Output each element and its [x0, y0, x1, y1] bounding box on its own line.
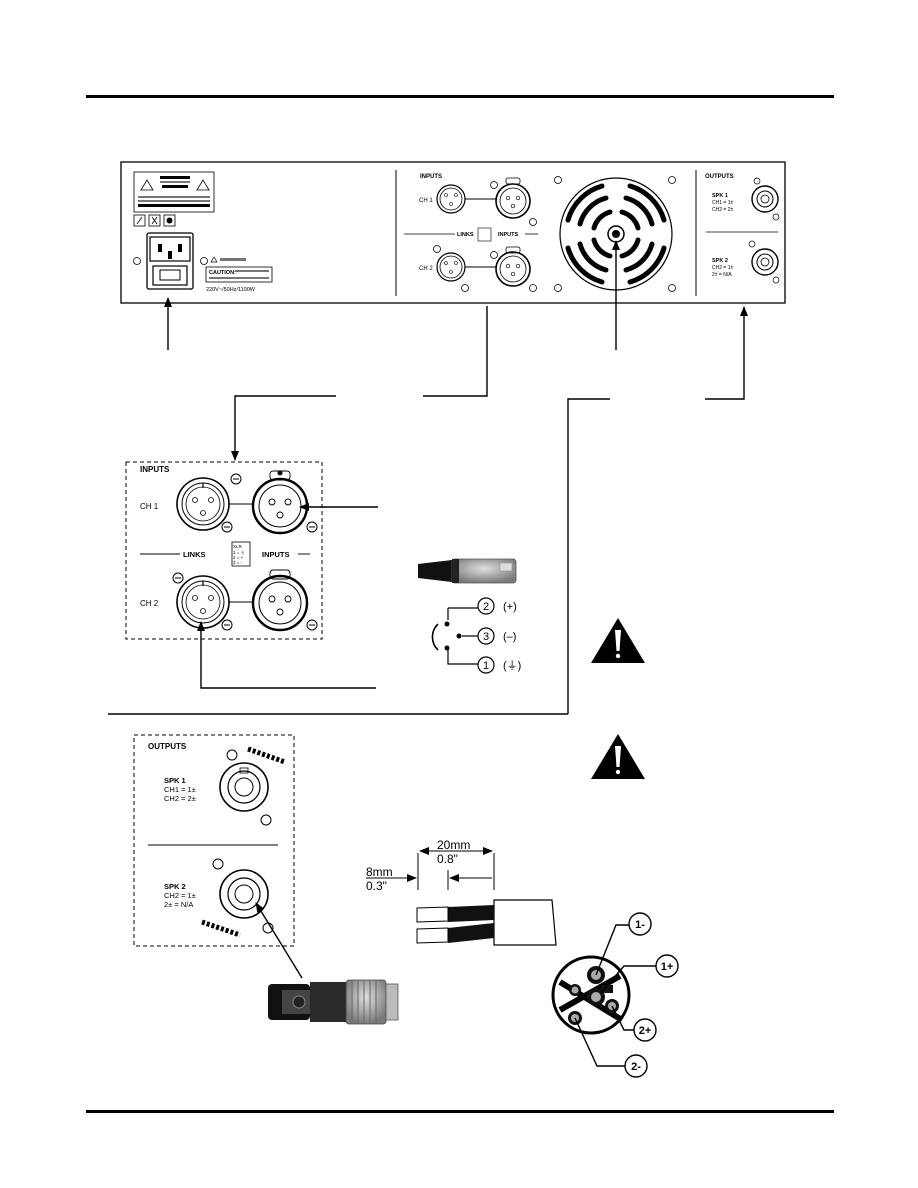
detail-ch1-male-xlr — [251, 470, 309, 535]
detail-spk2-line2: 2± = N/A — [164, 900, 193, 909]
wire-strip-in: 0.3" — [366, 879, 387, 893]
xlr-pin-signal: (–) — [503, 631, 516, 643]
speakon-pin-label: 1+ — [655, 954, 679, 978]
xlr-pin-number: 3 — [483, 631, 489, 643]
rear-panel: CAUTION: 220V~/50Hz/1100W INPUTS CH 1 CH… — [120, 161, 786, 304]
detail-spk2-label: SPK 2 — [164, 882, 186, 891]
panel-ch1-label: CH 1 — [419, 198, 433, 204]
xlr-legend-line: 2 = + — [233, 555, 244, 560]
detail-ch2-female-xlr — [176, 575, 230, 629]
xlr-pin-diagram: 2 3 1 (+) (–) (⏚) — [431, 597, 521, 674]
xlr-pin-number: 2 — [483, 601, 489, 613]
xlr-legend-line: XLR — [233, 544, 243, 549]
voltage-text: 220V~/50Hz/1100W — [206, 287, 256, 293]
xlr-legend-box: XLR 1 = ⏚ 2 = + 3 = - — [231, 541, 251, 567]
warning-label — [133, 171, 215, 213]
detail-spk1-label: SPK 1 — [164, 776, 186, 785]
wire-length-mm: 20mm — [437, 838, 470, 852]
xlr-legend-line: 3 = - — [233, 560, 243, 565]
panel-spk1-line1: CH1 = 1± — [712, 200, 733, 206]
panel-screws — [433, 181, 537, 292]
speakon-pin-text: 1+ — [661, 961, 674, 973]
panel-ch1-male-xlr — [495, 177, 531, 219]
detail-spk1-line1: CH1 = 1± — [164, 785, 196, 794]
speakon-pin-label: 1- — [628, 912, 652, 936]
detail-inputs-label: INPUTS — [140, 465, 170, 474]
xlr-pin-number: 1 — [483, 660, 489, 672]
xlr-pin-signal: (+) — [503, 601, 517, 613]
speakon-pin-label: 2- — [624, 1054, 648, 1078]
wire-strip-mm: 8mm — [366, 865, 393, 879]
warning-icon — [591, 734, 645, 779]
certification-icons — [133, 214, 176, 227]
power-inlet — [133, 232, 208, 290]
detail-spk2-line1: CH2 = 1± — [164, 891, 196, 900]
panel-spk2-line1: CH2 = 1± — [712, 265, 733, 271]
detail-spk1-line2: CH2 = 2± — [164, 794, 196, 803]
footer-rule — [86, 1110, 834, 1113]
panel-ch2-male-xlr — [495, 246, 531, 287]
detail-screws — [172, 473, 318, 631]
caution-label: CAUTION: 220V~/50Hz/1100W — [205, 256, 273, 293]
speakon-pin-text: 2+ — [639, 1025, 652, 1037]
speakon-pin-diagram: 1- 1+ 2+ 2- — [551, 912, 679, 1078]
xlr-plug-image — [418, 558, 517, 584]
detail-spk2-speakon — [201, 858, 274, 938]
speakon-pin-text: 1- — [635, 919, 645, 931]
panel-links-label: LINKS — [457, 232, 474, 238]
detail-links-label: LINKS — [183, 550, 206, 559]
warning-icon — [591, 618, 645, 663]
speakon-callout-line — [255, 902, 303, 979]
header-rule — [86, 95, 834, 98]
speakon-pin-label: 2+ — [633, 1018, 657, 1042]
detail-ch2-male-xlr — [251, 569, 309, 632]
wire-length-in: 0.8" — [437, 852, 458, 866]
wire-strip-diagram: 20mm 0.8" 8mm 0.3" — [366, 838, 557, 946]
panel-inputs-label-2: INPUTS — [498, 232, 519, 238]
detail-spk1-speakon — [219, 746, 286, 826]
fan-grille — [554, 176, 676, 292]
detail-ch1-label: CH 1 — [140, 502, 159, 511]
outputs-detail: OUTPUTS SPK 1 CH1 = 1± CH2 = 2± SPK 2 CH… — [133, 734, 295, 947]
detail-ch1-female-xlr — [176, 477, 230, 531]
xlr-legend-line: 1 = ⏚ — [233, 549, 245, 555]
detail-outputs-label: OUTPUTS — [148, 742, 187, 751]
panel-spk1-label: SPK 1 — [712, 193, 728, 199]
xlr-pin-signal: (⏚) — [503, 659, 521, 672]
callout-lines — [108, 240, 748, 715]
panel-ch2-label: CH 2 — [419, 266, 433, 272]
panel-ch2-female-xlr — [436, 252, 466, 282]
detail-ch2-label: CH 2 — [140, 599, 159, 608]
panel-spk1-speakon — [751, 177, 780, 221]
detail-inputs-label-2: INPUTS — [262, 550, 290, 559]
speakon-pin-text: 2- — [631, 1061, 641, 1073]
panel-spk2-line2: 2± = N/A — [712, 272, 732, 278]
panel-spk2-label: SPK 2 — [712, 258, 728, 264]
speakon-plug-image — [268, 979, 399, 1025]
panel-spk2-speakon — [748, 240, 780, 284]
inputs-detail: INPUTS CH 1 LINKS XLR 1 = ⏚ 2 = + — [125, 461, 323, 640]
panel-inputs-label: INPUTS — [420, 174, 442, 180]
panel-outputs-label: OUTPUTS — [705, 174, 734, 180]
panel-ch1-female-xlr — [436, 184, 466, 214]
caution-text: CAUTION: — [209, 270, 236, 276]
panel-spk1-line2: CH2 = 2± — [712, 207, 733, 213]
